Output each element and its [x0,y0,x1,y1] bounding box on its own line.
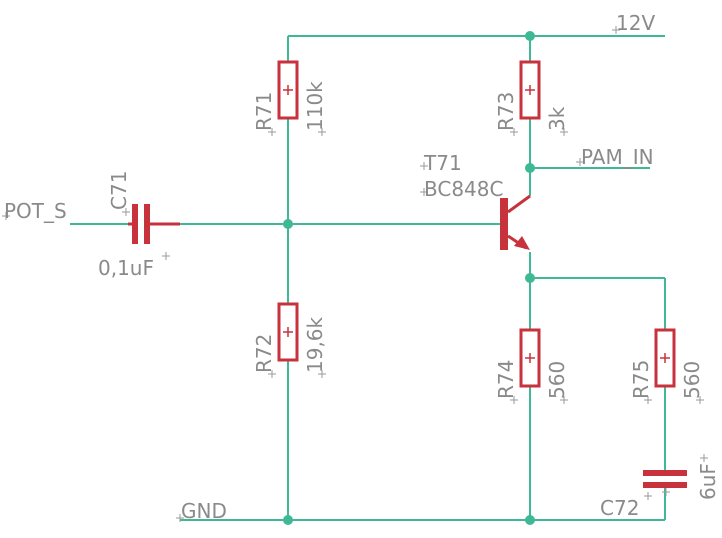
net-label-pam-in: PAM_IN [581,145,654,169]
resistor-r73 [519,60,541,120]
r72-value: 19,6k [303,316,327,373]
capacitor-c72 [643,470,687,488]
net-label-pot-s: POT_S [4,199,67,223]
r71-name: R71 [252,92,276,131]
t71-value: BC848C [424,177,503,201]
r71-value: 110k [303,81,327,131]
c71-value: 0,1uF [98,256,154,280]
capacitor-c71 [128,204,180,244]
junction-base [283,219,293,229]
r75-value: 560 [680,361,704,399]
r74-name: R74 [494,360,518,399]
wires [70,35,666,521]
r72-name: R72 [252,334,276,373]
transistor-t71 [500,194,531,250]
junctions [283,31,535,525]
origin-marks [2,26,708,522]
c72-value: 6uF [696,463,720,500]
resistor-r71 [277,60,299,120]
resistor-r74 [519,328,541,388]
r74-value: 560 [545,361,569,399]
junction-supply [525,31,535,41]
t71-name: T71 [423,151,462,175]
net-label-gnd: GND [181,499,227,523]
junction-collector [525,163,535,173]
r73-value: 3k [545,106,569,131]
resistor-r72 [277,302,299,362]
resistor-r75 [654,328,676,388]
junction-ground-right [525,515,535,525]
c72-name: C72 [600,496,639,520]
c71-name: C71 [107,171,131,210]
junction-emitter [525,273,535,283]
net-label-12v: 12V [616,11,655,35]
junction-ground-left [283,515,293,525]
r73-name: R73 [494,92,518,131]
r75-name: R75 [629,360,653,399]
